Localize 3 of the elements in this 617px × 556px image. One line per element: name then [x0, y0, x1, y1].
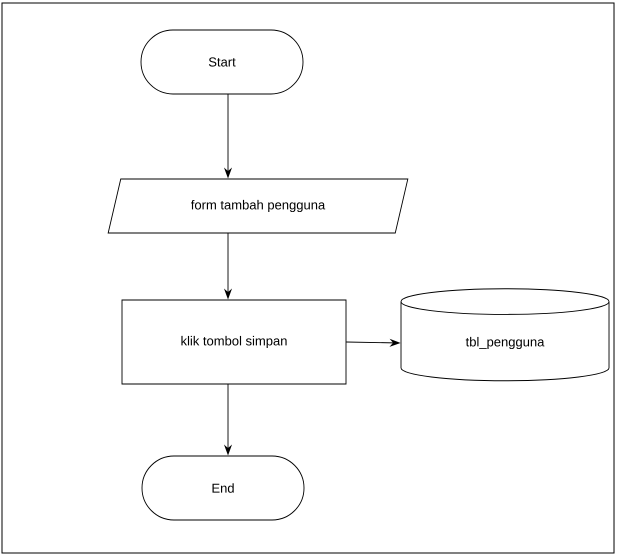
process-box: klik tombol simpan: [122, 300, 346, 384]
input-parallelogram: form tambah pengguna: [108, 178, 408, 234]
database-cylinder: tbl_pengguna: [400, 288, 610, 382]
